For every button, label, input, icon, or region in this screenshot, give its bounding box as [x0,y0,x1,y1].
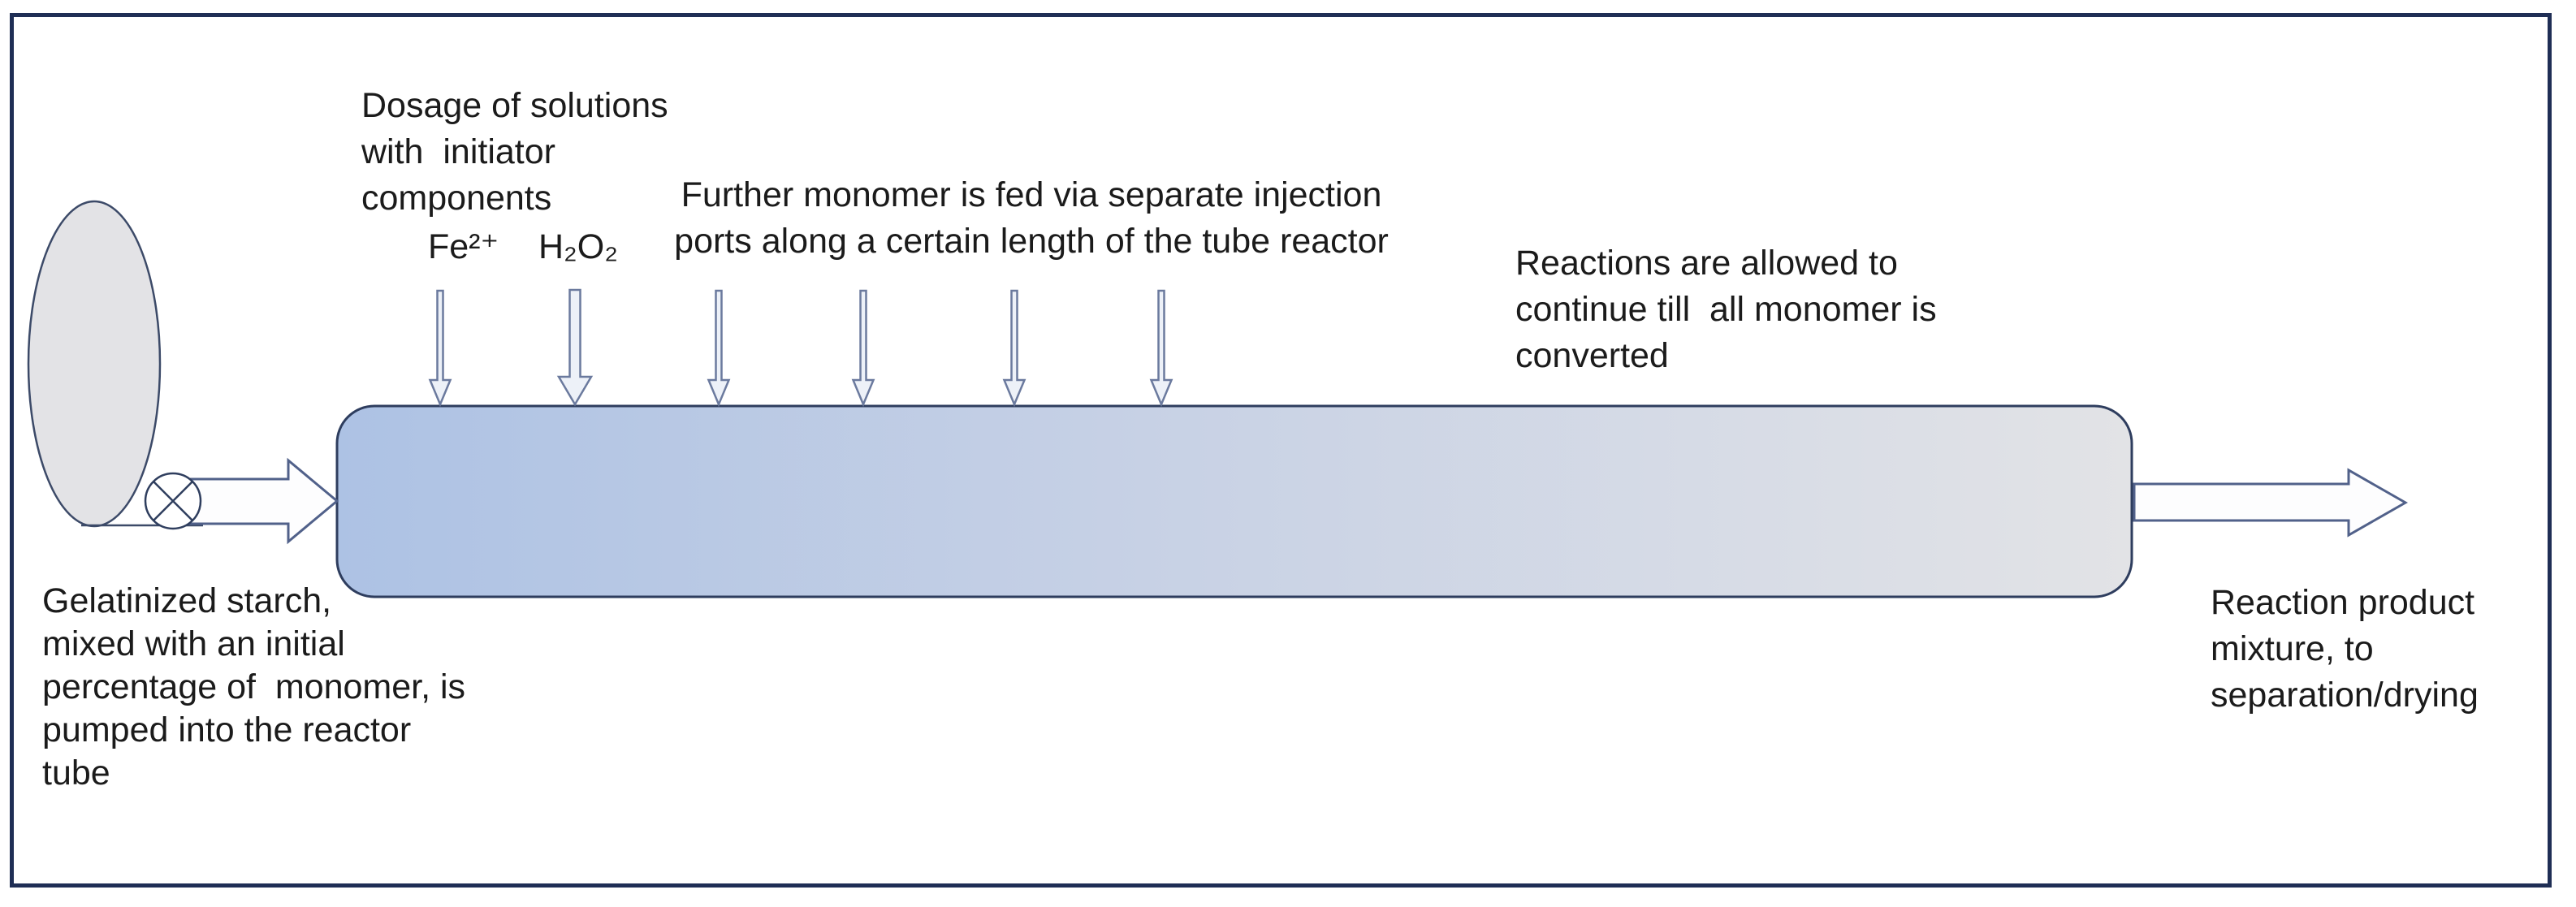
tube-reactor [335,404,2133,598]
h2o2-label: H₂O₂ [538,227,618,266]
fe2-label: Fe²⁺ [428,227,499,266]
pump-cross [153,481,193,521]
diagram-frame [10,13,2552,888]
gelatinized-starch-note: Gelatinized starch, mixed with an initia… [42,581,466,793]
injection-arrow-icon [707,289,731,408]
injection-arrow-fe-icon [428,289,452,408]
reactions-note: Reactions are allowed to continue till a… [1515,244,1937,375]
feed-vessel [27,200,162,528]
injection-arrow-icon [1002,289,1027,408]
reaction-product-note: Reaction product mixture, to separation/… [2211,583,2479,715]
injection-arrow-h2o2-icon [556,288,594,407]
injection-arrow-icon [1149,289,1173,408]
dosage-note: Dosage of solutions with initiator compo… [361,86,668,218]
pump-icon [144,472,202,530]
injection-arrow-icon [851,289,875,408]
outlet-arrow-icon [2133,468,2409,538]
further-monomer-note: Further monomer is fed via separate inje… [674,175,1389,261]
injection-arrows [428,288,1173,408]
